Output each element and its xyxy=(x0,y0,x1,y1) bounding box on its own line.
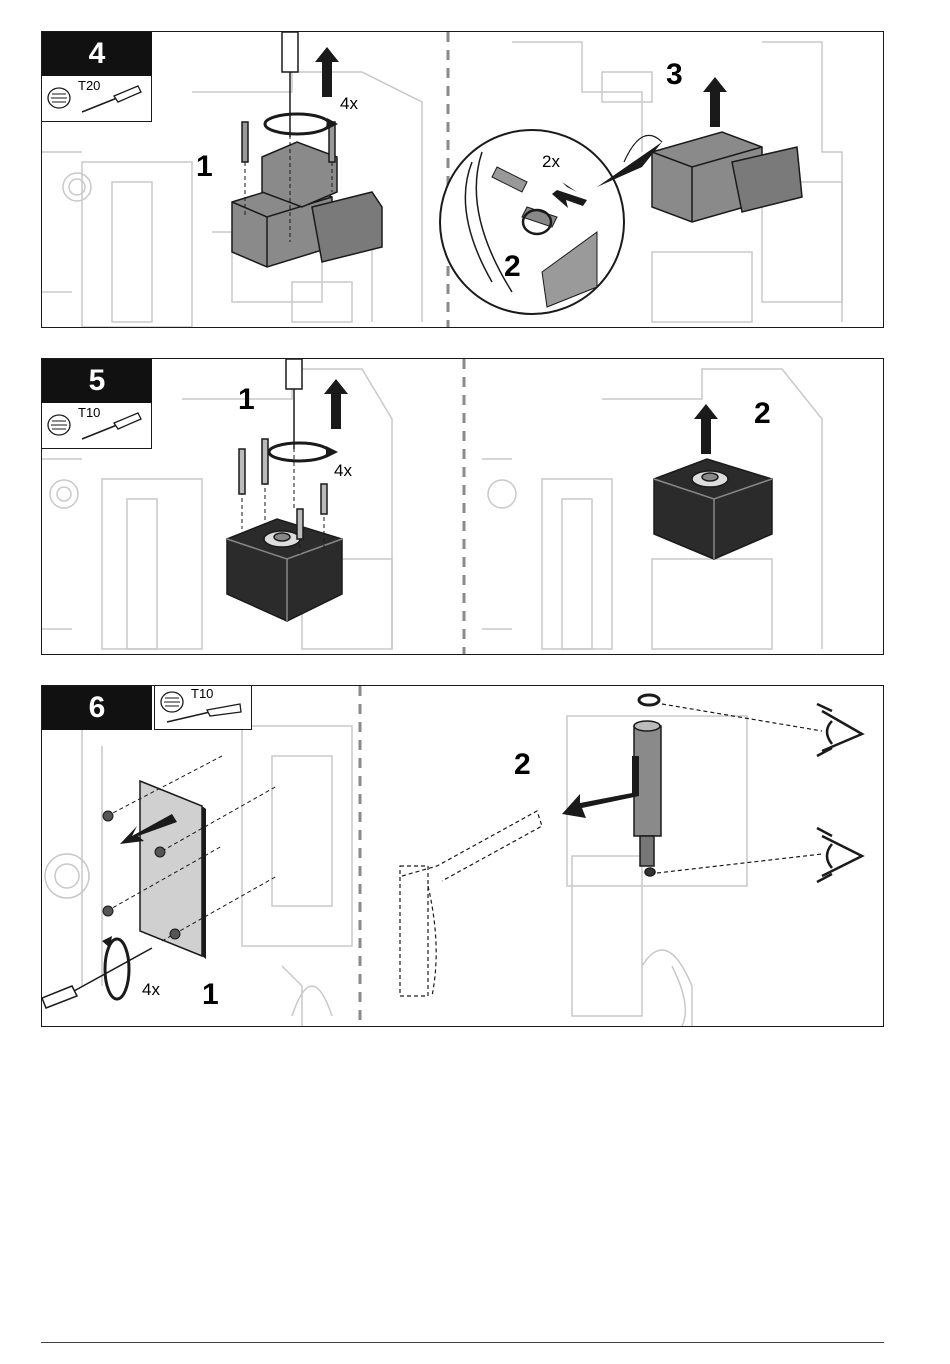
callout-multiplier: 4x xyxy=(334,461,352,481)
footer-rule xyxy=(41,1342,884,1343)
callout-step-1: 1 xyxy=(238,383,255,417)
detail-zoom-circle xyxy=(440,130,624,314)
step-number-badge: 4 xyxy=(42,32,152,76)
step-number-badge: 6 xyxy=(42,686,152,730)
tool-size-label: T10 xyxy=(78,405,100,420)
callout-step-2: 2 xyxy=(514,748,531,782)
screwdriver-icon xyxy=(282,32,298,137)
callout-step-1: 1 xyxy=(202,978,219,1012)
step-5-panel: 5 T10 1 4x 2 xyxy=(41,358,884,655)
tool-indicator: T20 xyxy=(42,76,152,122)
step-number-badge: 5 xyxy=(42,359,152,403)
step-6-panel: 6 T10 4x 1 2 xyxy=(41,685,884,1027)
pump-head-left xyxy=(227,519,342,621)
callout-multiplier: 4x xyxy=(142,980,160,1000)
callout-step-2: 2 xyxy=(504,250,521,284)
callout-step-1: 1 xyxy=(196,150,213,184)
tool-indicator: T10 xyxy=(42,403,152,449)
step-6-illustration xyxy=(42,686,884,1027)
tool-size-label: T20 xyxy=(78,78,100,93)
solenoid-module-left xyxy=(232,122,382,267)
pump-head-right xyxy=(654,459,772,559)
tool-indicator: T10 xyxy=(154,686,252,730)
callout-step-3: 3 xyxy=(666,58,683,92)
callout-multiplier: 4x xyxy=(340,94,358,114)
inspect-eye-icon-top xyxy=(817,704,862,756)
callout-multiplier-zoom: 2x xyxy=(542,152,560,172)
step-4-panel: 4 T20 1 4x 2x 2 3 xyxy=(41,31,884,328)
tool-size-label: T10 xyxy=(191,686,213,701)
step-4-illustration xyxy=(42,32,884,328)
inspect-eye-icon-bottom xyxy=(817,828,862,882)
callout-step-2: 2 xyxy=(754,397,771,431)
